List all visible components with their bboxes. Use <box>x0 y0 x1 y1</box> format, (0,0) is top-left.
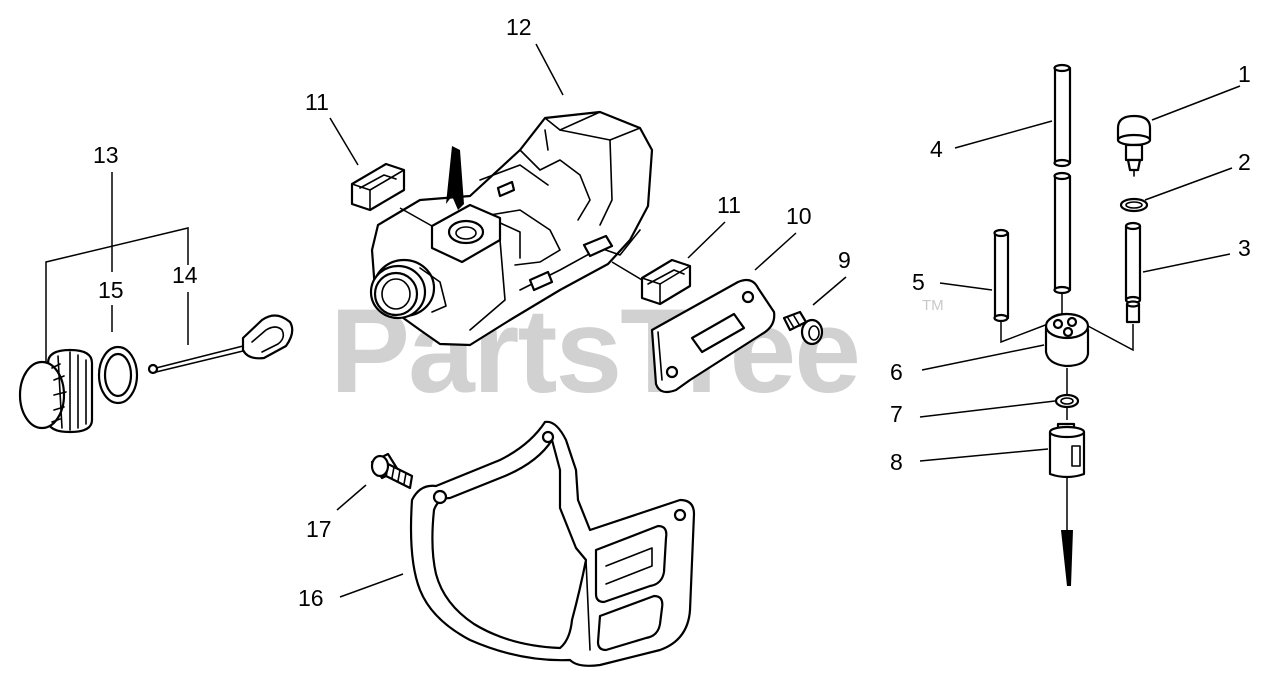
callout-11-right: 11 <box>717 192 741 218</box>
fuel-cap-part-13[interactable] <box>18 348 94 434</box>
o-ring-part-7[interactable] <box>1054 368 1080 420</box>
callout-7: 7 <box>890 401 903 427</box>
callout-17: 17 <box>306 516 332 542</box>
callout-3: 3 <box>1238 235 1251 261</box>
callout-2: 2 <box>1238 149 1251 175</box>
callout-9: 9 <box>838 247 851 273</box>
callout-6: 6 <box>890 359 903 385</box>
vent-part-1[interactable] <box>1116 114 1152 177</box>
callout-4: 4 <box>930 136 943 162</box>
o-ring-part-2[interactable] <box>1119 197 1149 213</box>
fuel-line-part-5[interactable] <box>993 228 1049 344</box>
fuel-line-part-3[interactable] <box>1087 221 1142 352</box>
callout-5: 5 <box>912 269 925 295</box>
gasket-ring-part-15[interactable] <box>97 345 139 405</box>
fuel-tank-part-12[interactable] <box>369 110 654 347</box>
cap-retainer-part-14[interactable] <box>147 314 294 375</box>
callout-11-left: 11 <box>305 89 329 115</box>
watermark-trademark: TM <box>922 297 944 314</box>
mounting-plate-part-10[interactable] <box>650 278 776 394</box>
callout-15: 15 <box>98 277 124 303</box>
fuel-line-part-4[interactable] <box>1053 63 1072 320</box>
callout-12: 12 <box>506 14 532 40</box>
callout-labels: 1 2 3 4 5 6 7 8 9 10 11 11 12 13 14 15 1… <box>93 14 1251 611</box>
grommet-part-11-right[interactable] <box>640 258 692 306</box>
callout-8: 8 <box>890 449 903 475</box>
fuel-filter-part-8[interactable] <box>1048 422 1086 586</box>
callout-1: 1 <box>1238 61 1251 87</box>
callout-14: 14 <box>172 262 198 288</box>
callout-13: 13 <box>93 142 119 168</box>
tank-bracket-part-16[interactable] <box>409 420 696 667</box>
callout-10: 10 <box>786 203 812 229</box>
bolt-part-9[interactable] <box>782 310 824 346</box>
leader-lines <box>45 43 1241 598</box>
callout-16: 16 <box>298 585 324 611</box>
grommet-part-11-left[interactable] <box>350 162 406 212</box>
grommet-part-6[interactable] <box>1044 312 1090 368</box>
fitting-part-17[interactable] <box>370 452 414 490</box>
